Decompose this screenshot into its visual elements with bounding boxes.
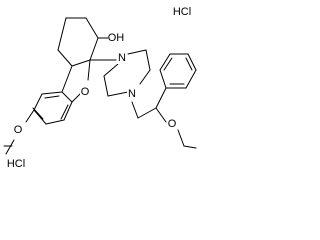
svg-text:N: N <box>118 52 126 64</box>
phenyl-ring <box>159 53 197 89</box>
benzene-ring <box>32 91 73 125</box>
piperazine-ring <box>103 49 151 97</box>
atom-label-ether-oxygen: O <box>167 118 177 130</box>
hcl-bottom-label: HCl <box>7 158 25 170</box>
svg-text:O: O <box>14 124 23 136</box>
atom-label-ring-oxygen: O <box>80 86 90 98</box>
svg-text:N: N <box>128 88 136 100</box>
cyclohexane-ring <box>57 17 99 67</box>
hcl-top-label: HCl <box>173 6 191 18</box>
svg-text:O: O <box>168 118 177 130</box>
methoxy-bonds <box>5 109 35 155</box>
chemical-structure: OH O O O N N HCl HCl <box>3 6 197 170</box>
svg-text:OH: OH <box>108 32 125 44</box>
atom-label-piperazine-n-bottom: N <box>127 88 137 100</box>
side-chain <box>131 87 197 149</box>
svg-text:O: O <box>81 86 90 98</box>
atom-label-hydroxyl: OH <box>108 32 125 44</box>
atom-label-piperazine-n-top: N <box>117 52 127 64</box>
atom-label-methoxy-oxygen: O <box>13 124 23 136</box>
